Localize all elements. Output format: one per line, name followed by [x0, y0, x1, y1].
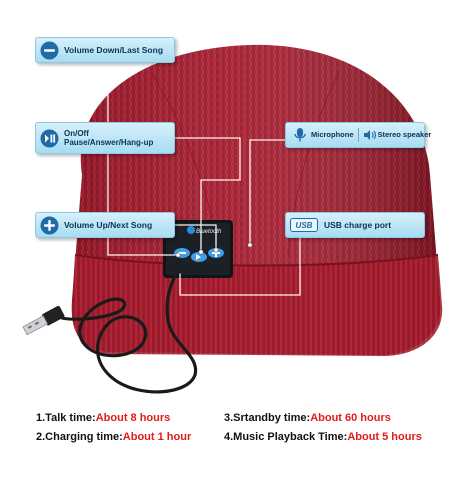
usb-badge-text: USB [295, 220, 313, 230]
spec-label: 4.Music Playback Time: [224, 431, 348, 443]
usb-cable [22, 262, 198, 394]
speaker-icon [363, 129, 376, 141]
spec-label: 2.Charging time: [36, 431, 123, 443]
spec-playback-time: 4.Music Playback Time:About 5 hours [224, 431, 422, 443]
stereo-speaker-label: Stereo speaker [377, 130, 432, 139]
spec-label: 1.Talk time: [36, 412, 96, 424]
spec-value: About 8 hours [95, 412, 171, 424]
callout-microphone-speaker: Microphone Stereo speaker [285, 122, 431, 148]
microphone-icon [290, 126, 309, 145]
bluetooth-logo-text: Bluetooth [196, 229, 222, 235]
usb-port-label: USB charge port [324, 220, 392, 230]
spec-value: About 60 hours [310, 412, 391, 424]
spec-charging-time: 2.Charging time:About 1 hour [36, 431, 191, 443]
usb-icon: USB [290, 218, 318, 232]
callout-volume-down-label: Volume Down/Last Song [64, 45, 164, 55]
spec-value: About 5 hours [347, 431, 422, 443]
plus-icon [40, 216, 59, 235]
callout-on-off: On/Off Pause/Answer/Hang-up [35, 122, 175, 154]
spec-standby-time: 3.Srtandby time:About 60 hours [224, 412, 391, 424]
spec-label: 3.Srtandby time: [224, 412, 311, 424]
callout-usb-port: USB USB charge port [285, 212, 425, 238]
microphone-label: Microphone [311, 130, 354, 139]
callout-volume-down: Volume Down/Last Song [35, 37, 175, 63]
spec-talk-time: 1.Talk time:About 8 hours [36, 412, 170, 424]
callout-on-off-line2: Pause/Answer/Hang-up [64, 138, 154, 147]
beanie-hat [71, 44, 443, 356]
spec-value: About 1 hour [122, 431, 192, 443]
minus-icon [40, 41, 59, 60]
play-pause-icon [40, 129, 59, 148]
callout-volume-up-label: Volume Up/Next Song [64, 220, 153, 230]
callout-volume-up: Volume Up/Next Song [35, 212, 175, 238]
callout-on-off-line1: On/Off [64, 128, 89, 138]
